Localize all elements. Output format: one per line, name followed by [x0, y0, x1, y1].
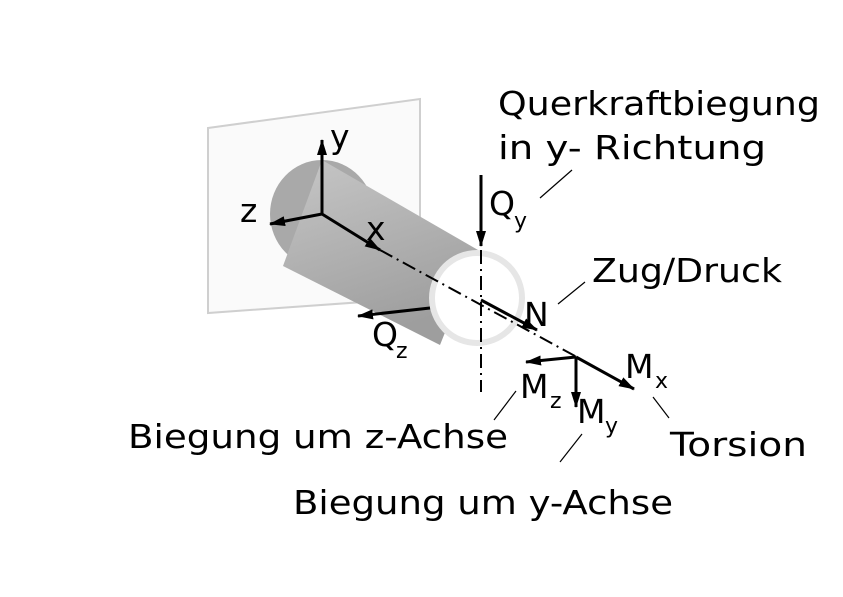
- mz-arrow: [525, 355, 577, 366]
- my-label: M: [577, 392, 605, 431]
- cylinder-beam: [270, 160, 525, 346]
- qz-subscript: z: [396, 339, 408, 364]
- axis-y-label: y: [330, 117, 350, 156]
- n-label: N: [524, 295, 549, 334]
- mx-label: M: [625, 347, 653, 386]
- axis-z-label: z: [240, 191, 257, 230]
- coordinate-axes: [269, 139, 381, 252]
- mz-label: M: [520, 367, 548, 406]
- mx-subscript: x: [655, 369, 668, 394]
- qz-arrow: [357, 306, 431, 320]
- leader-lines: [493, 169, 670, 463]
- biegung-z-label: Biegung um z-Achse: [128, 417, 508, 456]
- biegung-y-label: Biegung um y-Achse: [293, 483, 673, 522]
- mz-subscript: z: [550, 389, 562, 414]
- zug-druck-label: Zug/Druck: [592, 251, 783, 290]
- qy-subscript: y: [514, 209, 527, 234]
- beam-end-ring: [429, 250, 525, 346]
- title-line1: Querkraftbiegung: [498, 84, 820, 123]
- my-subscript: y: [605, 414, 618, 439]
- n-arrow: [480, 298, 538, 332]
- torsion-label: Torsion: [669, 425, 807, 464]
- mx-arrow: [575, 355, 635, 391]
- qz-label: Q: [372, 315, 398, 354]
- beam-axis-line: [379, 249, 576, 357]
- title-line2: in y- Richtung: [498, 128, 766, 167]
- axis-x-label: x: [366, 209, 386, 248]
- qy-label: Q: [489, 184, 515, 223]
